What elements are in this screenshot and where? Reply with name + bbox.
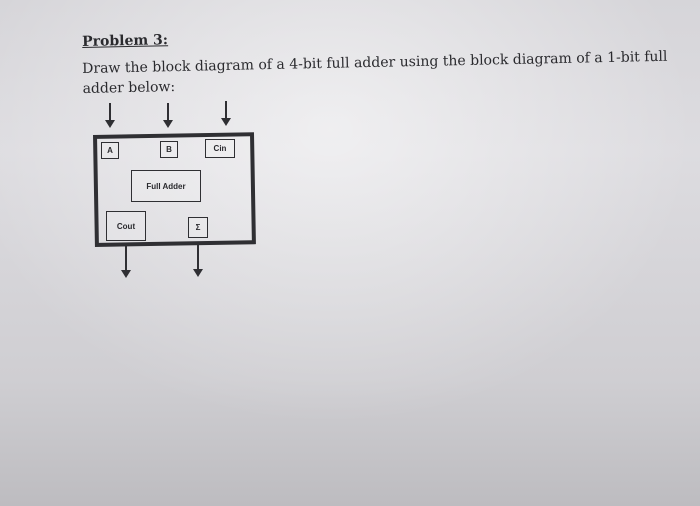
full-adder-block: Full Adder (131, 170, 201, 202)
input-a-pin: A (101, 142, 119, 159)
output-cout-pin: Cout (106, 211, 146, 241)
output-sum-pin: Σ (188, 217, 208, 238)
input-cin-pin: Cin (205, 139, 235, 158)
input-b-pin: B (160, 141, 178, 158)
